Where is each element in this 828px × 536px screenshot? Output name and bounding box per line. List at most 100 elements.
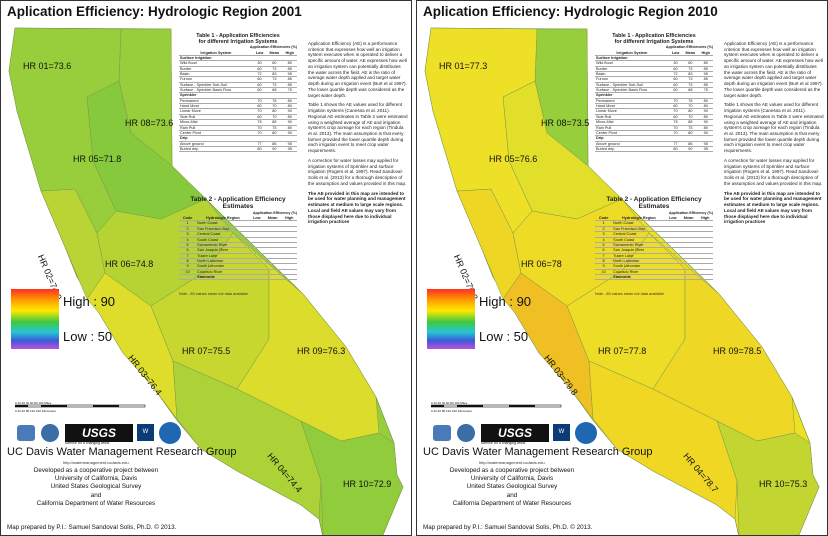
legend-high: High : 90 bbox=[63, 294, 116, 309]
scale-km: 0 20 40 80 120 160 Kilometers bbox=[431, 409, 472, 413]
table-cell: 70 bbox=[266, 103, 283, 110]
table-cell: Rain Pull bbox=[595, 125, 669, 131]
table-cell: 90 bbox=[698, 119, 713, 126]
table-row: Drip bbox=[595, 135, 713, 142]
description-p2: Table 1 shows the AE values used for dif… bbox=[308, 102, 408, 154]
table-cell: 73 bbox=[266, 66, 283, 73]
table1: Table 1 - Application Efficiencies for d… bbox=[179, 33, 297, 153]
table-cell: Colorado River bbox=[612, 269, 666, 276]
description-text: Application Efficiency (AE) is a perform… bbox=[724, 41, 824, 229]
ucdavis-logo-icon bbox=[17, 425, 35, 441]
hr10-label: HR 10=72.9 bbox=[343, 479, 392, 489]
table-cell bbox=[249, 242, 264, 249]
table-cell: 70 bbox=[252, 108, 267, 115]
table-cell: Central Coast bbox=[196, 231, 250, 238]
table-cell: 73 bbox=[682, 66, 699, 73]
description-p3: A correction for water losses may applie… bbox=[308, 157, 407, 186]
table-cell bbox=[281, 226, 297, 233]
table-row: Sprinkler bbox=[595, 92, 713, 99]
table1-title: Table 1 - Application Efficiencies for d… bbox=[612, 33, 696, 46]
table-cell bbox=[282, 55, 297, 62]
table-cell bbox=[263, 269, 282, 276]
table-row: Surface Irrigation bbox=[179, 55, 297, 62]
table-cell: 80 bbox=[282, 60, 297, 67]
table-cell: 6 bbox=[595, 247, 613, 254]
table-cell: 60 bbox=[252, 87, 267, 94]
table1-col: High bbox=[698, 50, 713, 56]
table-cell bbox=[665, 237, 680, 243]
table-cell bbox=[249, 263, 264, 270]
table2-col: Hydrologic Region bbox=[196, 216, 250, 222]
table-cell bbox=[281, 220, 297, 227]
table-cell: 75 bbox=[252, 119, 267, 126]
description-p1: Application Efficiency (AE) is a perform… bbox=[308, 41, 407, 98]
table-cell: 85 bbox=[698, 76, 713, 83]
table-cell bbox=[281, 258, 297, 265]
table-cell: 80 bbox=[698, 103, 713, 110]
table-cell bbox=[281, 237, 297, 243]
table-cell: San Francisco Bay bbox=[612, 226, 666, 233]
table2-title: Table 2 - Application Efficiency Estimat… bbox=[190, 196, 286, 211]
description-p2: Table 1 shows the AE values used for dif… bbox=[724, 102, 824, 154]
usgs-logo: USGS bbox=[481, 424, 549, 442]
table-cell: 60 bbox=[266, 60, 283, 67]
table-cell bbox=[698, 55, 713, 62]
table-cell bbox=[679, 253, 698, 259]
table-cell: Wild flood bbox=[179, 60, 253, 67]
table-cell bbox=[281, 242, 297, 249]
table-cell: Central Coast bbox=[612, 231, 666, 238]
table-row: Statewide bbox=[179, 274, 297, 281]
table-cell bbox=[249, 253, 264, 259]
table2-col: High bbox=[281, 216, 297, 222]
table-cell: 80 bbox=[698, 114, 713, 121]
table-cell: Drip bbox=[595, 135, 669, 142]
table-cell: San Joaquin River bbox=[612, 247, 666, 254]
hr09-label: HR 09=76.3 bbox=[297, 346, 346, 356]
table-cell: 60 bbox=[668, 114, 683, 121]
table1-col: Irrigation System bbox=[179, 50, 253, 56]
table-cell bbox=[249, 274, 264, 281]
table-cell: Permanent bbox=[595, 98, 669, 105]
table-cell: 90 bbox=[698, 130, 713, 137]
table-cell bbox=[668, 92, 683, 99]
table-cell: 60 bbox=[668, 103, 683, 110]
table-cell: 75 bbox=[682, 98, 699, 105]
table-cell bbox=[697, 269, 713, 276]
hr08-label: HR 08=73.5 bbox=[541, 118, 590, 128]
water-logo-icon: W bbox=[553, 424, 570, 441]
table-cell: 85 bbox=[266, 119, 283, 126]
table-cell bbox=[697, 253, 713, 259]
table-cell bbox=[282, 135, 297, 142]
legend-low: Low : 50 bbox=[479, 329, 529, 344]
table-cell bbox=[281, 263, 297, 270]
table-cell: Statewide bbox=[612, 274, 666, 281]
dwr-seal-icon bbox=[457, 424, 475, 442]
table-cell: 60 bbox=[252, 76, 267, 83]
table-cell bbox=[249, 231, 264, 238]
legend: High : 90 Low : 50 bbox=[11, 289, 115, 349]
scale-bar: 0 10 20 40 60 80 100 Miles 0 20 40 80 12… bbox=[431, 401, 562, 413]
group-name: UC Davis Water Management Research Group bbox=[7, 446, 237, 458]
table-cell: 85 bbox=[282, 82, 297, 89]
table-cell bbox=[697, 226, 713, 233]
scale-bar: 0 10 20 40 60 80 100 Miles 0 20 40 80 12… bbox=[15, 401, 146, 413]
dwr-seal-icon bbox=[41, 424, 59, 442]
table1-header-group: Application Efficiencies (%) bbox=[249, 45, 297, 50]
map-panel-2010: Aplication Efficiency: Hydrologic Region… bbox=[416, 0, 828, 536]
